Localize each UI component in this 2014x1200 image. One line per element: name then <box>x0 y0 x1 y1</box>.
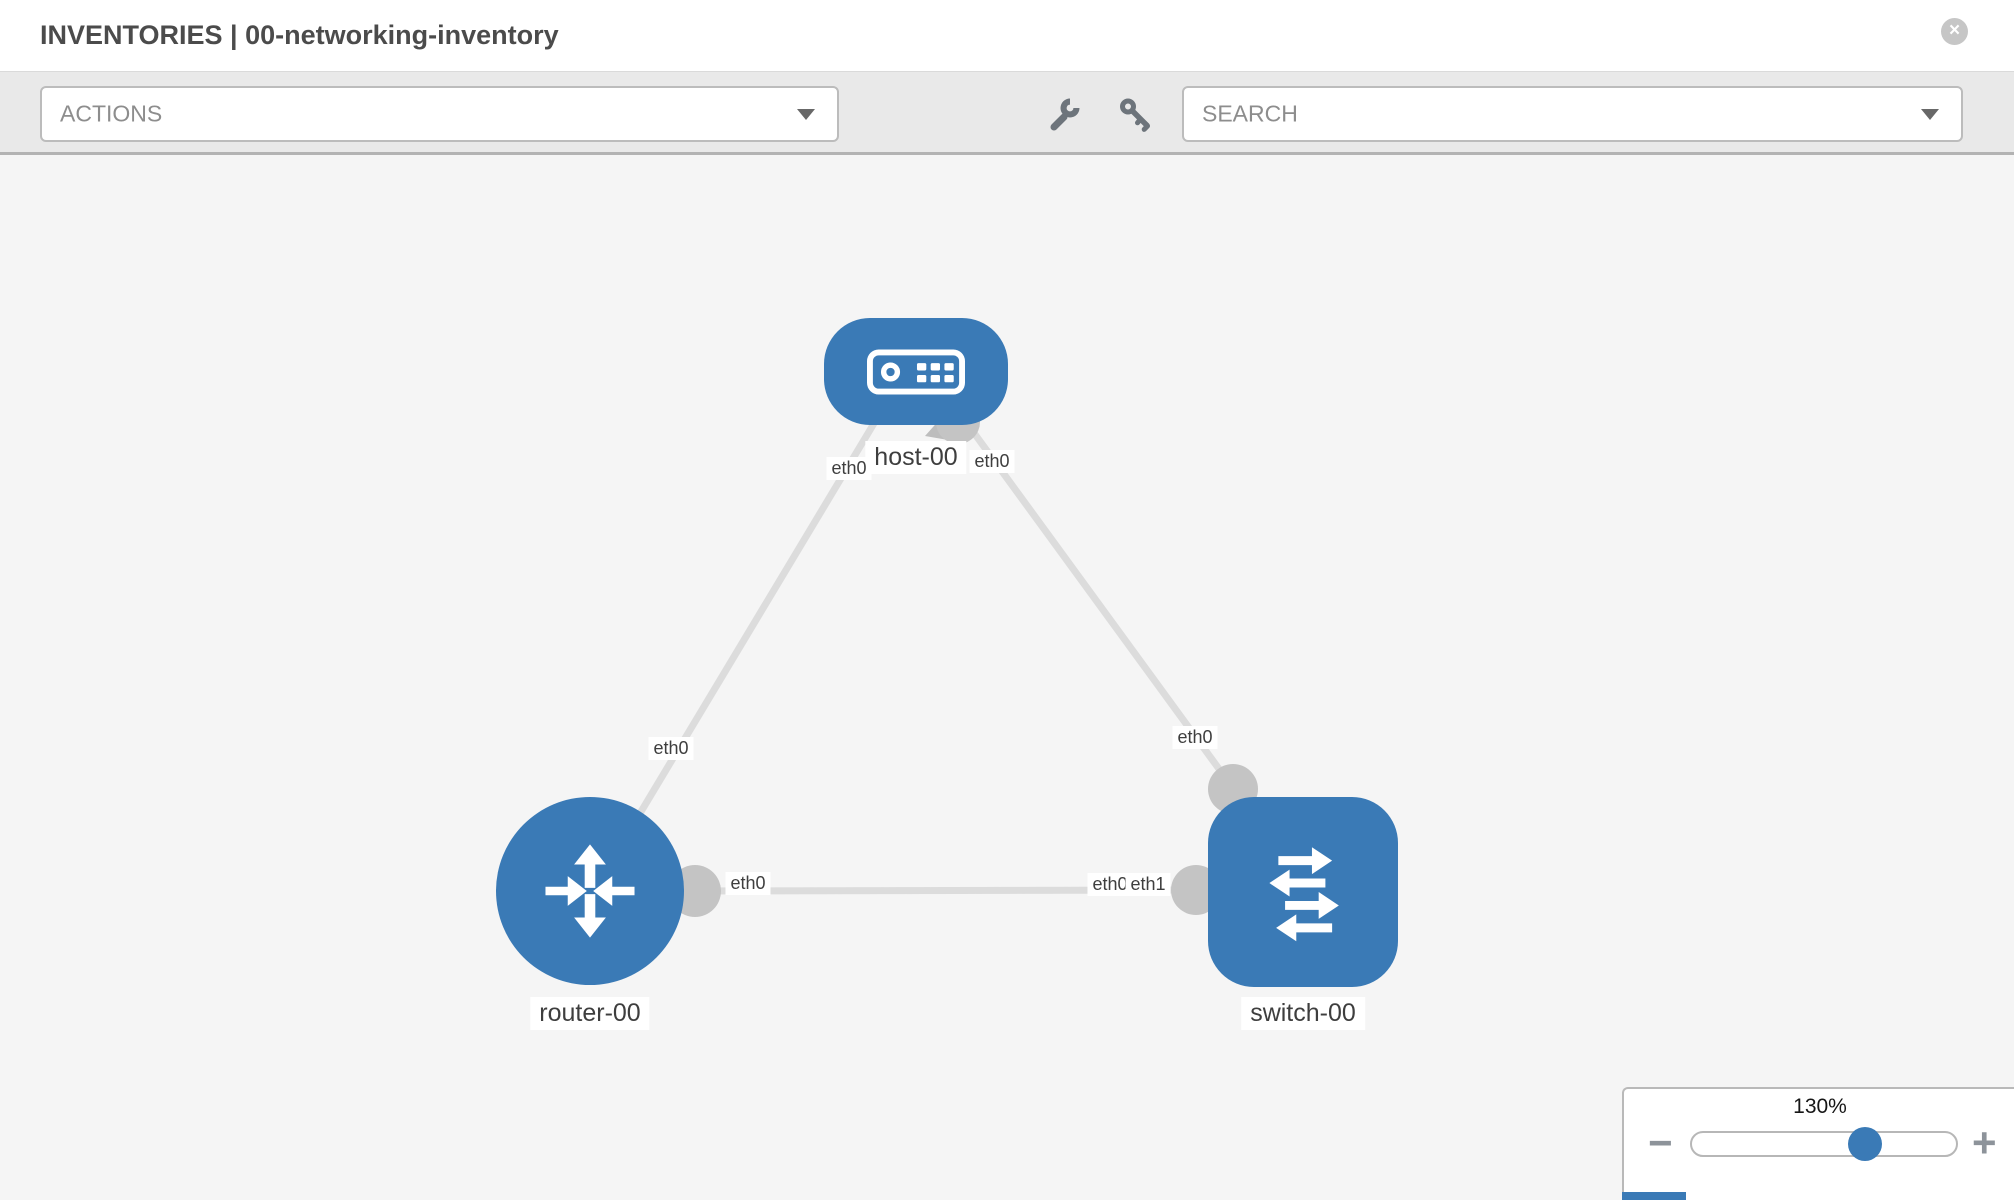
if-label-router-port: eth0 <box>725 872 771 895</box>
page-title: INVENTORIES | 00-networking-inventory <box>40 20 559 50</box>
search-dropdown[interactable]: SEARCH <box>1182 86 1963 142</box>
node-label-router: router-00 <box>530 997 650 1030</box>
if-label-host-left: eth0 <box>826 457 872 480</box>
if-label-switch-port-eth1: eth1 <box>1125 873 1171 896</box>
actions-dropdown-label: ACTIONS <box>60 100 163 127</box>
zoom-slider-knob[interactable] <box>1848 1127 1882 1161</box>
node-label-switch: switch-00 <box>1241 997 1365 1030</box>
if-label-router-link: eth0 <box>648 737 694 760</box>
close-icon[interactable]: × <box>1941 18 1968 45</box>
zoom-percent-label: 130% <box>1793 1095 1847 1118</box>
node-router-00[interactable] <box>496 797 684 985</box>
if-label-host-right: eth0 <box>969 450 1015 473</box>
zoom-control-panel: 130% − + <box>1622 1087 2014 1200</box>
if-label-switch-link: eth0 <box>1172 726 1218 749</box>
node-switch-00[interactable] <box>1208 797 1398 987</box>
search-placeholder: SEARCH <box>1202 100 1298 127</box>
key-icon[interactable] <box>1117 96 1153 132</box>
bottom-accent-bar <box>1622 1192 1686 1200</box>
switch-icon <box>1269 847 1339 942</box>
if-label-switch-port-eth0: eth0 <box>1087 873 1133 896</box>
toolbar: ACTIONS SEARCH <box>0 72 2014 155</box>
actions-dropdown[interactable]: ACTIONS <box>40 86 839 142</box>
header-bar: INVENTORIES | 00-networking-inventory × <box>0 0 2014 72</box>
router-icon <box>545 844 635 938</box>
wrench-icon[interactable] <box>1047 96 1083 132</box>
zoom-in-button[interactable]: + <box>1972 1119 1997 1166</box>
chevron-down-icon <box>1921 109 1939 120</box>
node-label-host: host-00 <box>865 441 967 474</box>
port-markers <box>669 400 1258 917</box>
host-icon <box>867 348 965 395</box>
zoom-out-button[interactable]: − <box>1648 1119 1673 1166</box>
node-host-00[interactable] <box>824 318 1008 425</box>
zoom-slider-track[interactable] <box>1690 1131 1958 1157</box>
chevron-down-icon <box>797 109 815 120</box>
link-router-host <box>611 403 889 857</box>
